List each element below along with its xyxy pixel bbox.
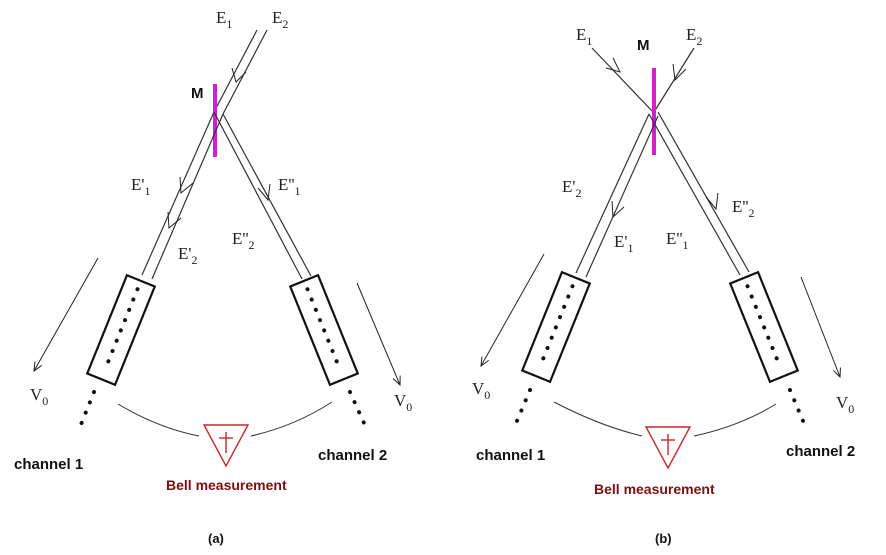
panel-a: M E1 E2	[14, 8, 412, 546]
right-beam-2	[222, 113, 312, 277]
label-left-beam-bottom: E'2	[178, 244, 197, 267]
channel-1-label: channel 1	[476, 447, 545, 464]
left-beam-1	[575, 113, 650, 274]
right-beam-2	[657, 111, 750, 273]
right-beam-1	[213, 111, 303, 280]
channel-2-label: channel 2	[786, 443, 855, 460]
left-beam-arrow-2	[167, 211, 182, 230]
caption-b: (b)	[655, 531, 672, 546]
caption-a: (a)	[208, 531, 224, 546]
bell-link-right	[250, 401, 333, 437]
left-beam-arrow-1	[179, 176, 194, 195]
velocity-arrow-left	[481, 253, 545, 366]
right-beam-arrow	[705, 192, 719, 211]
left-beam-2	[585, 115, 659, 278]
channel-1-label: channel 1	[14, 456, 83, 473]
label-right-beam-bottom: E''2	[232, 229, 255, 252]
tail-right	[788, 388, 808, 430]
incoming-arrow-left	[605, 57, 621, 73]
label-incoming-e2: E2	[686, 25, 702, 48]
left-beam-1	[141, 111, 215, 276]
detector-left	[520, 270, 592, 384]
label-velocity-right: V0	[394, 391, 412, 414]
label-velocity-right: V0	[836, 393, 854, 416]
bell-symbol-icon	[202, 424, 250, 468]
label-velocity-left: V0	[472, 379, 490, 402]
incoming-beam-e2	[222, 29, 268, 115]
label-incoming-e1: E1	[576, 25, 592, 48]
panel-b: M E1 E2 E'2	[472, 25, 855, 546]
mirror-label: M	[637, 37, 650, 54]
tail-left	[76, 390, 96, 434]
label-left-beam-top: E'1	[131, 175, 150, 198]
right-beam-1	[648, 113, 741, 276]
bell-link-left	[117, 403, 200, 437]
velocity-arrow-right	[800, 276, 840, 377]
incoming-beam-e2	[653, 47, 695, 113]
incoming-arrow	[231, 67, 247, 83]
channel-2-label: channel 2	[318, 447, 387, 464]
left-beam-arrow	[611, 200, 625, 219]
label-incoming-e1: E1	[216, 8, 232, 31]
velocity-arrow-right	[356, 282, 400, 385]
incoming-beam-e1	[213, 29, 258, 113]
bell-link-right	[693, 403, 777, 437]
right-beam-arrow	[257, 183, 271, 202]
detector-right	[288, 273, 360, 387]
detector-right	[728, 270, 800, 384]
label-right-beam-bottom: E''1	[666, 229, 689, 252]
label-left-beam-top: E'2	[562, 177, 581, 200]
label-velocity-left: V0	[30, 385, 48, 408]
label-right-beam-top: E''2	[732, 197, 755, 220]
bell-measurement-label: Bell measurement	[594, 481, 715, 497]
left-beam-2	[151, 113, 224, 280]
label-incoming-e2: E2	[272, 8, 288, 31]
velocity-arrow-left	[34, 257, 99, 371]
label-right-beam-top: E''1	[278, 175, 301, 198]
bell-measurement-label: Bell measurement	[166, 477, 287, 493]
tail-left	[512, 388, 532, 430]
mirror-label: M	[191, 85, 204, 102]
label-left-beam-bottom: E'1	[614, 232, 633, 255]
bell-symbol-icon	[644, 426, 692, 470]
incoming-arrow-right	[672, 63, 687, 82]
bell-link-left	[553, 401, 643, 437]
incoming-beam-e1	[591, 47, 654, 113]
detector-left	[85, 273, 157, 387]
tail-right	[348, 390, 370, 434]
